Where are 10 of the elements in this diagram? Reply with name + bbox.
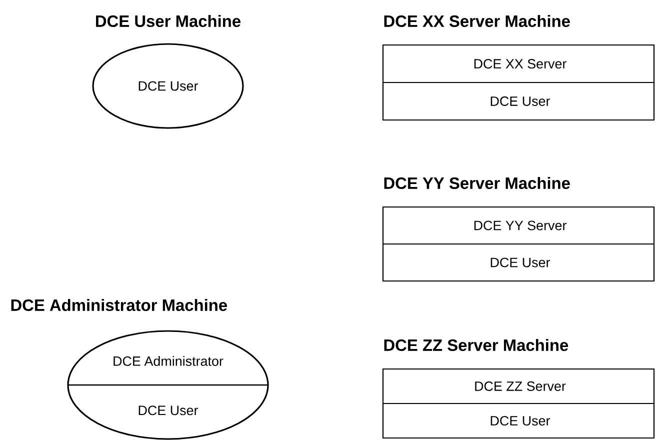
- node-label: DCE User: [138, 406, 198, 416]
- server-box: DCE ZZ Server DCE User: [382, 368, 655, 439]
- machine-title: DCE XX Server Machine: [384, 14, 570, 28]
- server-box: DCE XX Server DCE User: [382, 44, 655, 121]
- machine-title: DCE Administrator Machine: [11, 298, 227, 312]
- machine-title: DCE User Machine: [96, 14, 240, 28]
- machine-title: DCE ZZ Server Machine: [384, 338, 568, 352]
- server-box: DCE YY Server DCE User: [382, 206, 655, 282]
- machine-title: DCE YY Server Machine: [384, 176, 570, 190]
- node-label: DCE Administrator: [114, 356, 224, 366]
